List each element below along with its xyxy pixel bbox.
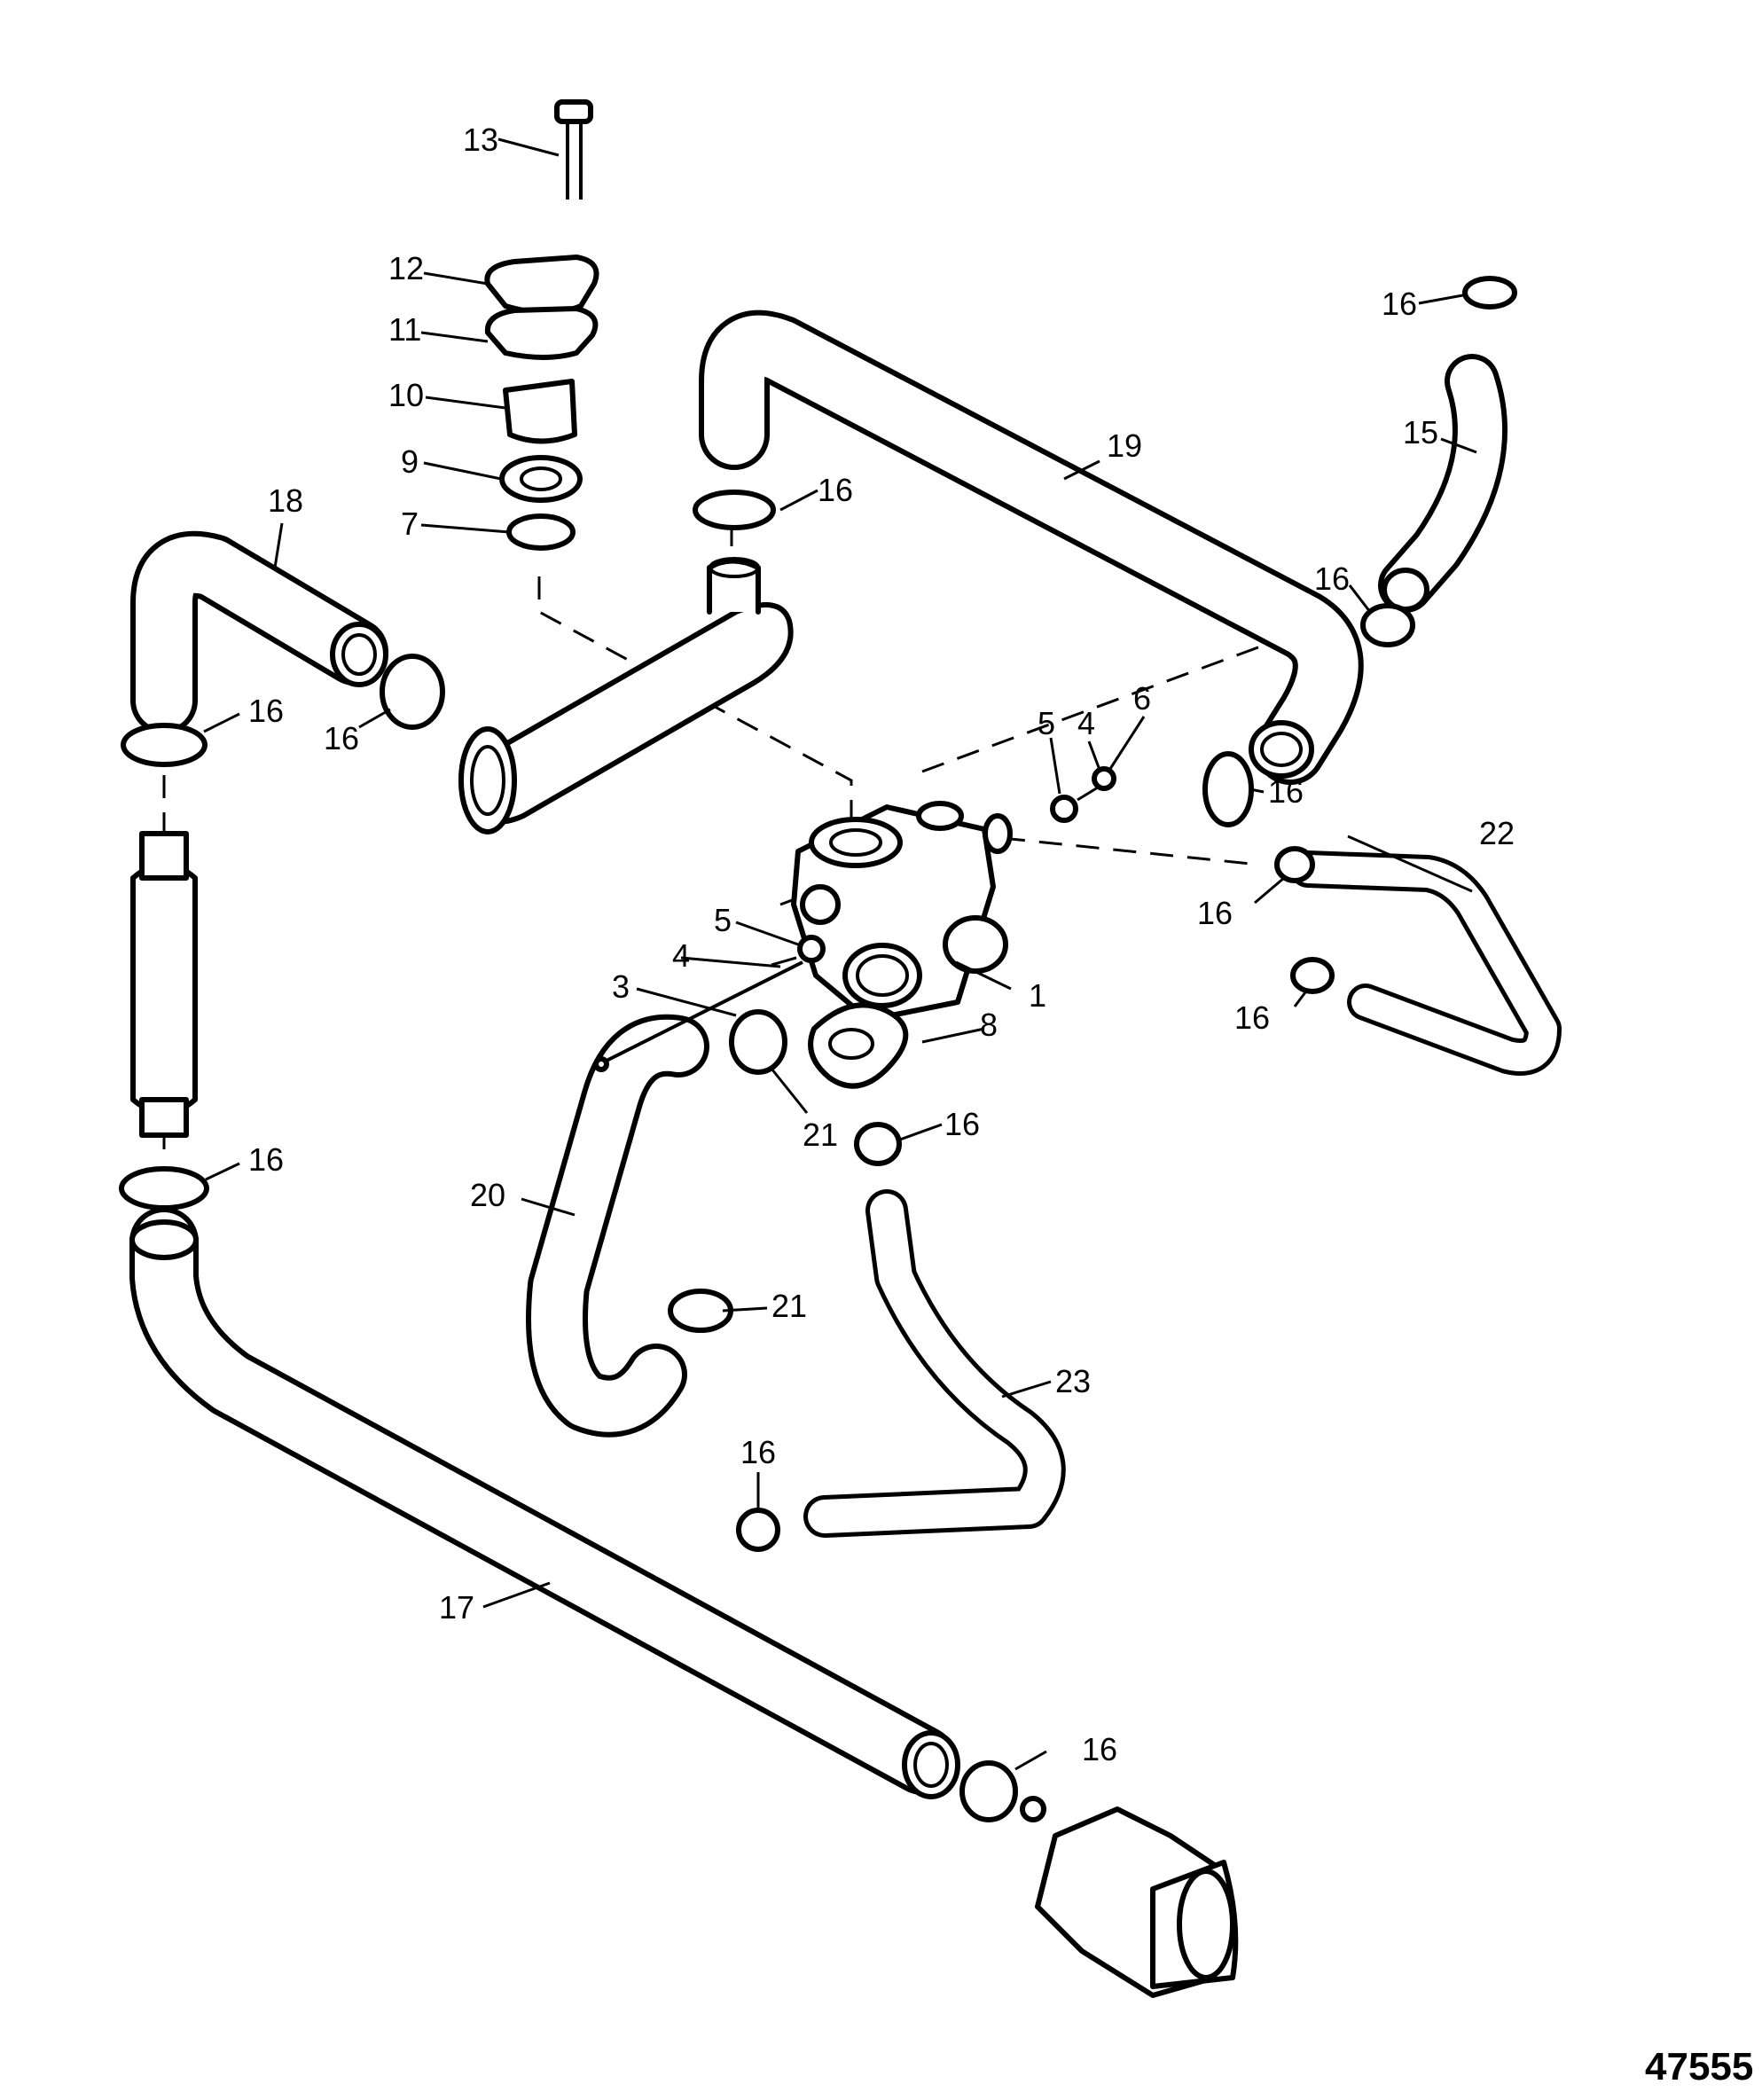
callout-1: 1 bbox=[1029, 977, 1046, 1014]
hose-22 bbox=[1289, 850, 1562, 1076]
callout-21-a: 21 bbox=[803, 1117, 838, 1153]
callout-5-a: 5 bbox=[1038, 705, 1055, 741]
callout-19: 19 bbox=[1107, 427, 1142, 464]
canister bbox=[130, 831, 198, 1138]
callout-16-b: 16 bbox=[818, 472, 853, 508]
callout-3: 3 bbox=[612, 968, 630, 1005]
callout-12: 12 bbox=[388, 250, 424, 286]
callout-16-a: 16 bbox=[1382, 286, 1417, 322]
callout-9: 9 bbox=[401, 443, 419, 480]
callout-22: 22 bbox=[1479, 815, 1515, 851]
callout-4-b: 4 bbox=[672, 937, 690, 974]
hose-19 bbox=[699, 310, 1364, 785]
callout-6: 6 bbox=[1133, 680, 1151, 717]
callout-16-f: 16 bbox=[1268, 773, 1304, 810]
callout-16-h: 16 bbox=[1234, 999, 1270, 1036]
callout-18: 18 bbox=[268, 482, 303, 519]
callout-16-g: 16 bbox=[1197, 895, 1233, 931]
heat-exchanger bbox=[458, 557, 794, 835]
callout-labels: 13 12 11 10 9 7 18 19 15 16 16 16 16 16 … bbox=[248, 121, 1515, 1767]
callout-16-i: 16 bbox=[944, 1106, 980, 1142]
hose-23 bbox=[803, 1189, 1066, 1538]
thermostat-stack bbox=[484, 99, 599, 551]
callout-15: 15 bbox=[1403, 414, 1438, 451]
callout-23: 23 bbox=[1055, 1363, 1091, 1399]
callout-5-b: 5 bbox=[714, 902, 732, 938]
callout-16-c: 16 bbox=[1314, 560, 1350, 597]
thermostat-housing bbox=[791, 801, 1013, 1023]
callout-13: 13 bbox=[463, 121, 498, 158]
figure-number: 47555 bbox=[1645, 2045, 1753, 2088]
callout-8: 8 bbox=[980, 1007, 998, 1043]
hose-17 bbox=[129, 1207, 960, 1799]
hose-18 bbox=[130, 530, 388, 734]
hose-20 bbox=[526, 1014, 709, 1438]
hose-clamps bbox=[119, 276, 1517, 1822]
callout-17: 17 bbox=[439, 1589, 474, 1626]
water-pump bbox=[1020, 1796, 1239, 1998]
callout-7: 7 bbox=[401, 505, 419, 542]
callout-21-b: 21 bbox=[771, 1288, 807, 1324]
callout-10: 10 bbox=[388, 377, 424, 413]
callout-16-j: 16 bbox=[248, 1141, 284, 1178]
callout-16-l: 16 bbox=[1082, 1731, 1117, 1767]
callout-16-d: 16 bbox=[248, 693, 284, 729]
leader-lines bbox=[203, 137, 1477, 1771]
callout-20: 20 bbox=[470, 1177, 505, 1213]
callout-16-k: 16 bbox=[740, 1434, 776, 1470]
callout-16-e: 16 bbox=[324, 720, 359, 756]
callout-11: 11 bbox=[388, 311, 421, 348]
callout-4-a: 4 bbox=[1077, 705, 1095, 741]
small-parts bbox=[593, 766, 1116, 1333]
hose-15 bbox=[1378, 354, 1507, 613]
